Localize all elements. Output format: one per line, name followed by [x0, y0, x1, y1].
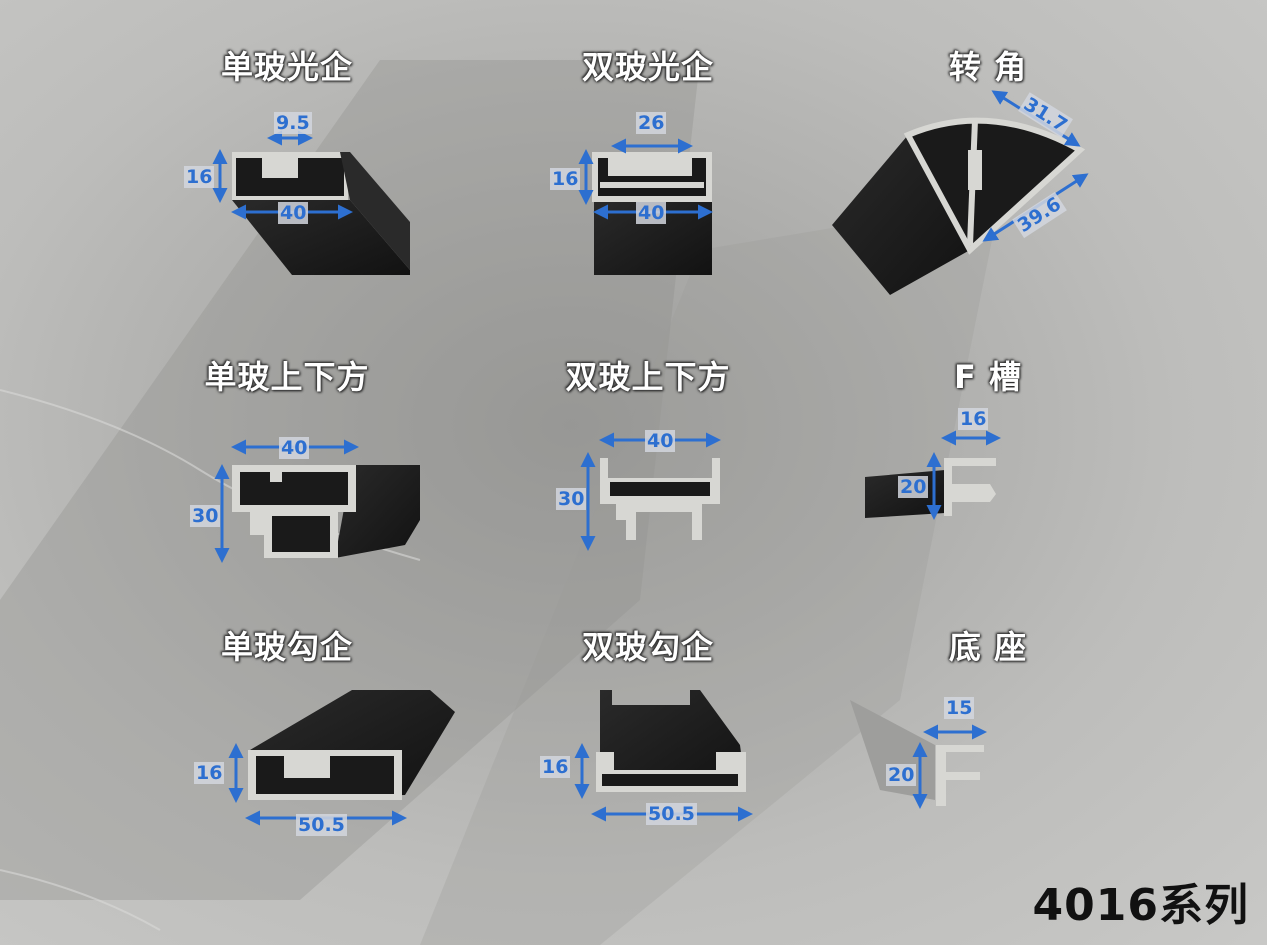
dim-label: 20 — [886, 764, 917, 786]
dim-label: 40 — [636, 202, 667, 224]
profile-double-glass-hook — [574, 690, 753, 822]
dim-label: 40 — [278, 202, 309, 224]
series-label: 4016系列 — [1032, 880, 1249, 931]
dim-label: 16 — [958, 408, 989, 430]
dim-label: 16 — [184, 166, 215, 188]
dim-label: 50.5 — [296, 814, 347, 836]
dim-label: 20 — [898, 476, 929, 498]
title-f-slot: F 槽 — [953, 358, 1022, 396]
dim-label: 9.5 — [274, 112, 312, 134]
title-double-glass-top-bottom: 双玻上下方 — [565, 358, 731, 396]
title-double-glass-hook: 双玻勾企 — [581, 628, 714, 666]
dim-label: 30 — [556, 488, 587, 510]
profile-single-glass-light — [212, 130, 410, 275]
dim-label: 26 — [636, 112, 667, 134]
dim-label: 16 — [550, 168, 581, 190]
profile-double-glass-top-bottom — [580, 432, 721, 551]
title-corner: 转 角 — [948, 48, 1028, 86]
dim-label: 16 — [540, 756, 571, 778]
title-double-glass-light: 双玻光企 — [581, 48, 714, 86]
dim-label: 40 — [279, 437, 310, 459]
dim-label: 50.5 — [646, 803, 697, 825]
dim-label: 30 — [190, 505, 221, 527]
profile-single-glass-hook — [228, 690, 455, 826]
dim-label: 16 — [194, 762, 225, 784]
title-single-glass-hook: 单玻勾企 — [220, 628, 353, 666]
dim-label: 15 — [944, 697, 975, 719]
title-single-glass-light: 单玻光企 — [220, 48, 353, 86]
dim-label: 40 — [645, 430, 676, 452]
title-base: 底 座 — [948, 628, 1028, 666]
title-single-glass-top-bottom: 单玻上下方 — [204, 358, 370, 396]
